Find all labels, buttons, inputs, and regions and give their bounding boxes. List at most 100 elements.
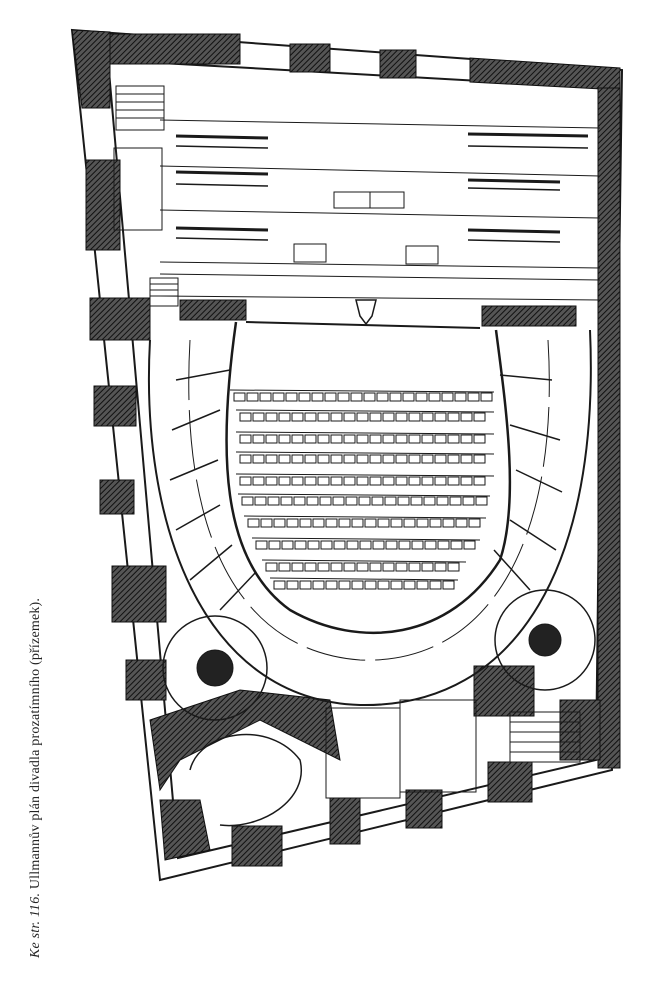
seat [291, 562, 304, 572]
seat [408, 412, 421, 422]
seat [294, 540, 307, 550]
seat [278, 454, 291, 464]
seat [330, 434, 343, 444]
seat [447, 412, 460, 422]
seat [364, 518, 377, 528]
seat [395, 434, 408, 444]
seat [330, 562, 343, 572]
seat [369, 476, 382, 486]
seat [273, 580, 286, 590]
seat [402, 392, 415, 402]
seat [304, 434, 317, 444]
seat [473, 476, 486, 486]
seat [390, 518, 403, 528]
seat [410, 496, 423, 506]
seat [291, 454, 304, 464]
seat [473, 434, 486, 444]
seat [382, 412, 395, 422]
seat [449, 496, 462, 506]
seat [473, 454, 486, 464]
seat [325, 580, 338, 590]
seat [233, 392, 246, 402]
seat [291, 412, 304, 422]
seat [304, 454, 317, 464]
seat [252, 476, 265, 486]
seat [317, 476, 330, 486]
seat [369, 454, 382, 464]
seat [338, 518, 351, 528]
seat [356, 454, 369, 464]
seat [317, 454, 330, 464]
seat [403, 580, 416, 590]
seat [343, 476, 356, 486]
seat [356, 562, 369, 572]
seat [312, 580, 325, 590]
seat-row-line [235, 431, 495, 435]
seat [398, 540, 411, 550]
seat [359, 540, 372, 550]
seat [382, 434, 395, 444]
seat [239, 454, 252, 464]
seat [306, 496, 319, 506]
seat [307, 540, 320, 550]
seat [252, 412, 265, 422]
seat-row-line [251, 537, 481, 541]
seat [475, 496, 488, 506]
seat [421, 454, 434, 464]
seat [330, 476, 343, 486]
seat [278, 562, 291, 572]
seat [429, 580, 442, 590]
seat [317, 412, 330, 422]
seat-rows [229, 389, 495, 590]
seat [268, 540, 281, 550]
seat [371, 496, 384, 506]
seat [442, 518, 455, 528]
seat [415, 392, 428, 402]
seat [265, 412, 278, 422]
seat [462, 496, 475, 506]
seat [364, 580, 377, 590]
seat-row-line [229, 389, 495, 393]
seat [304, 476, 317, 486]
seat [442, 580, 455, 590]
seat [436, 496, 449, 506]
seat [273, 518, 286, 528]
seat [265, 454, 278, 464]
seat [408, 562, 421, 572]
seat [447, 454, 460, 464]
seat [480, 392, 493, 402]
seat [350, 392, 363, 402]
seat [317, 434, 330, 444]
seat [324, 392, 337, 402]
seat [434, 476, 447, 486]
seat-row-line [261, 559, 467, 563]
seat [468, 518, 481, 528]
seat [286, 518, 299, 528]
seat [299, 580, 312, 590]
seat [265, 562, 278, 572]
seat [239, 412, 252, 422]
seat [447, 434, 460, 444]
seat [278, 412, 291, 422]
seat [473, 412, 486, 422]
seat [259, 392, 272, 402]
seat [337, 392, 350, 402]
seat [333, 540, 346, 550]
seat [369, 562, 382, 572]
seat [239, 476, 252, 486]
seat [356, 434, 369, 444]
seat [460, 454, 473, 464]
foyer [325, 699, 581, 799]
seat [267, 496, 280, 506]
seat [408, 454, 421, 464]
box-partitions [169, 369, 563, 611]
seat [428, 392, 441, 402]
seat [343, 434, 356, 444]
seat [408, 434, 421, 444]
seat [343, 454, 356, 464]
seat [395, 412, 408, 422]
seat [372, 540, 385, 550]
seat [291, 434, 304, 444]
spiral-staircases [162, 589, 596, 827]
seat [343, 412, 356, 422]
